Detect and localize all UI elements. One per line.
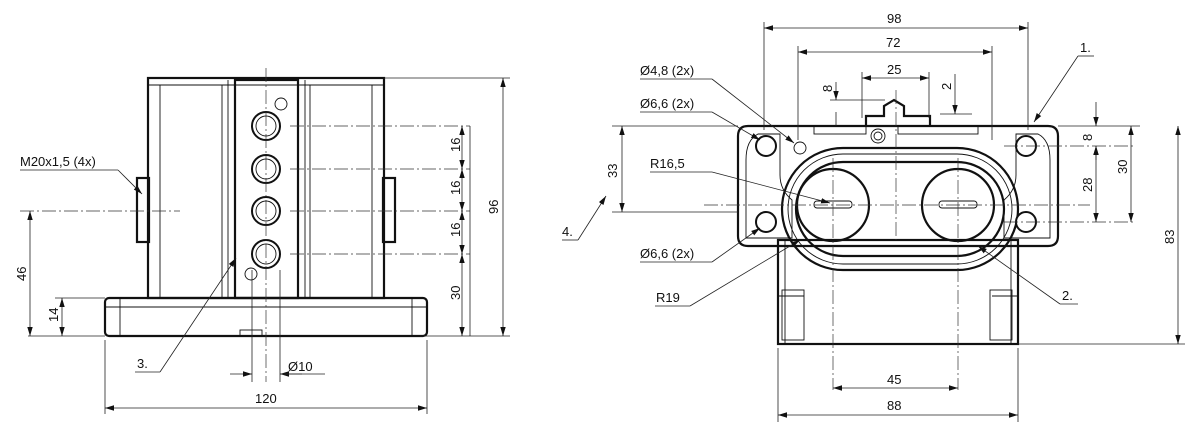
dim-72: 72: [886, 35, 900, 50]
callout-item1: 1.: [1080, 40, 1091, 55]
dim-28: 28: [1080, 178, 1095, 192]
callout-item4: 4.: [562, 224, 573, 239]
dim-2-top: 2: [939, 83, 954, 90]
dim-14: 14: [46, 308, 61, 322]
side-view: [20, 68, 470, 382]
dim-16-c: 16: [448, 223, 463, 237]
dim-30-right: 30: [1115, 160, 1130, 174]
callout-phi66-top: Ø6,6 (2x): [640, 96, 694, 111]
center-column: [233, 78, 300, 300]
mounting-flange: [736, 124, 1060, 248]
dim-83: 83: [1162, 230, 1177, 244]
mount-hole-bl: [755, 211, 777, 233]
dim-46: 46: [14, 267, 29, 281]
callout-phi48: Ø4,8 (2x): [640, 63, 694, 78]
top-view: [704, 90, 1135, 390]
dim-16-b: 16: [448, 181, 463, 195]
dim-120: 120: [255, 391, 277, 406]
dim-88: 88: [887, 398, 901, 413]
callout-r165: R16,5: [650, 156, 685, 171]
top-view-dimensions: 98 72 25 8 2 8 30 28 83: [562, 11, 1185, 422]
dim-8-right: 8: [1080, 134, 1095, 141]
callout-r19: R19: [656, 290, 680, 305]
dim-25: 25: [887, 62, 901, 77]
callout-item2: 2.: [1062, 288, 1073, 303]
callout-m20: M20x1,5 (4x): [20, 154, 96, 169]
side-view-dimensions: 16 16 16 30 96 46 14 120 Ø10 M20x1,5 (4x…: [14, 77, 510, 414]
mount-hole-tl: [755, 135, 777, 157]
dim-phi10: Ø10: [288, 359, 313, 374]
dim-30-left: 30: [448, 286, 463, 300]
dim-45: 45: [887, 372, 901, 387]
callout-phi66-bottom: Ø6,6 (2x): [640, 246, 694, 261]
lower-body: [776, 238, 1020, 346]
dim-96: 96: [486, 200, 501, 214]
dim-8-top: 8: [820, 85, 835, 92]
lid-outer-oval: [780, 146, 1020, 272]
dim-33: 33: [605, 164, 620, 178]
callout-item3: 3.: [137, 356, 148, 371]
dim-98: 98: [887, 11, 901, 26]
dim-16-a: 16: [448, 138, 463, 152]
